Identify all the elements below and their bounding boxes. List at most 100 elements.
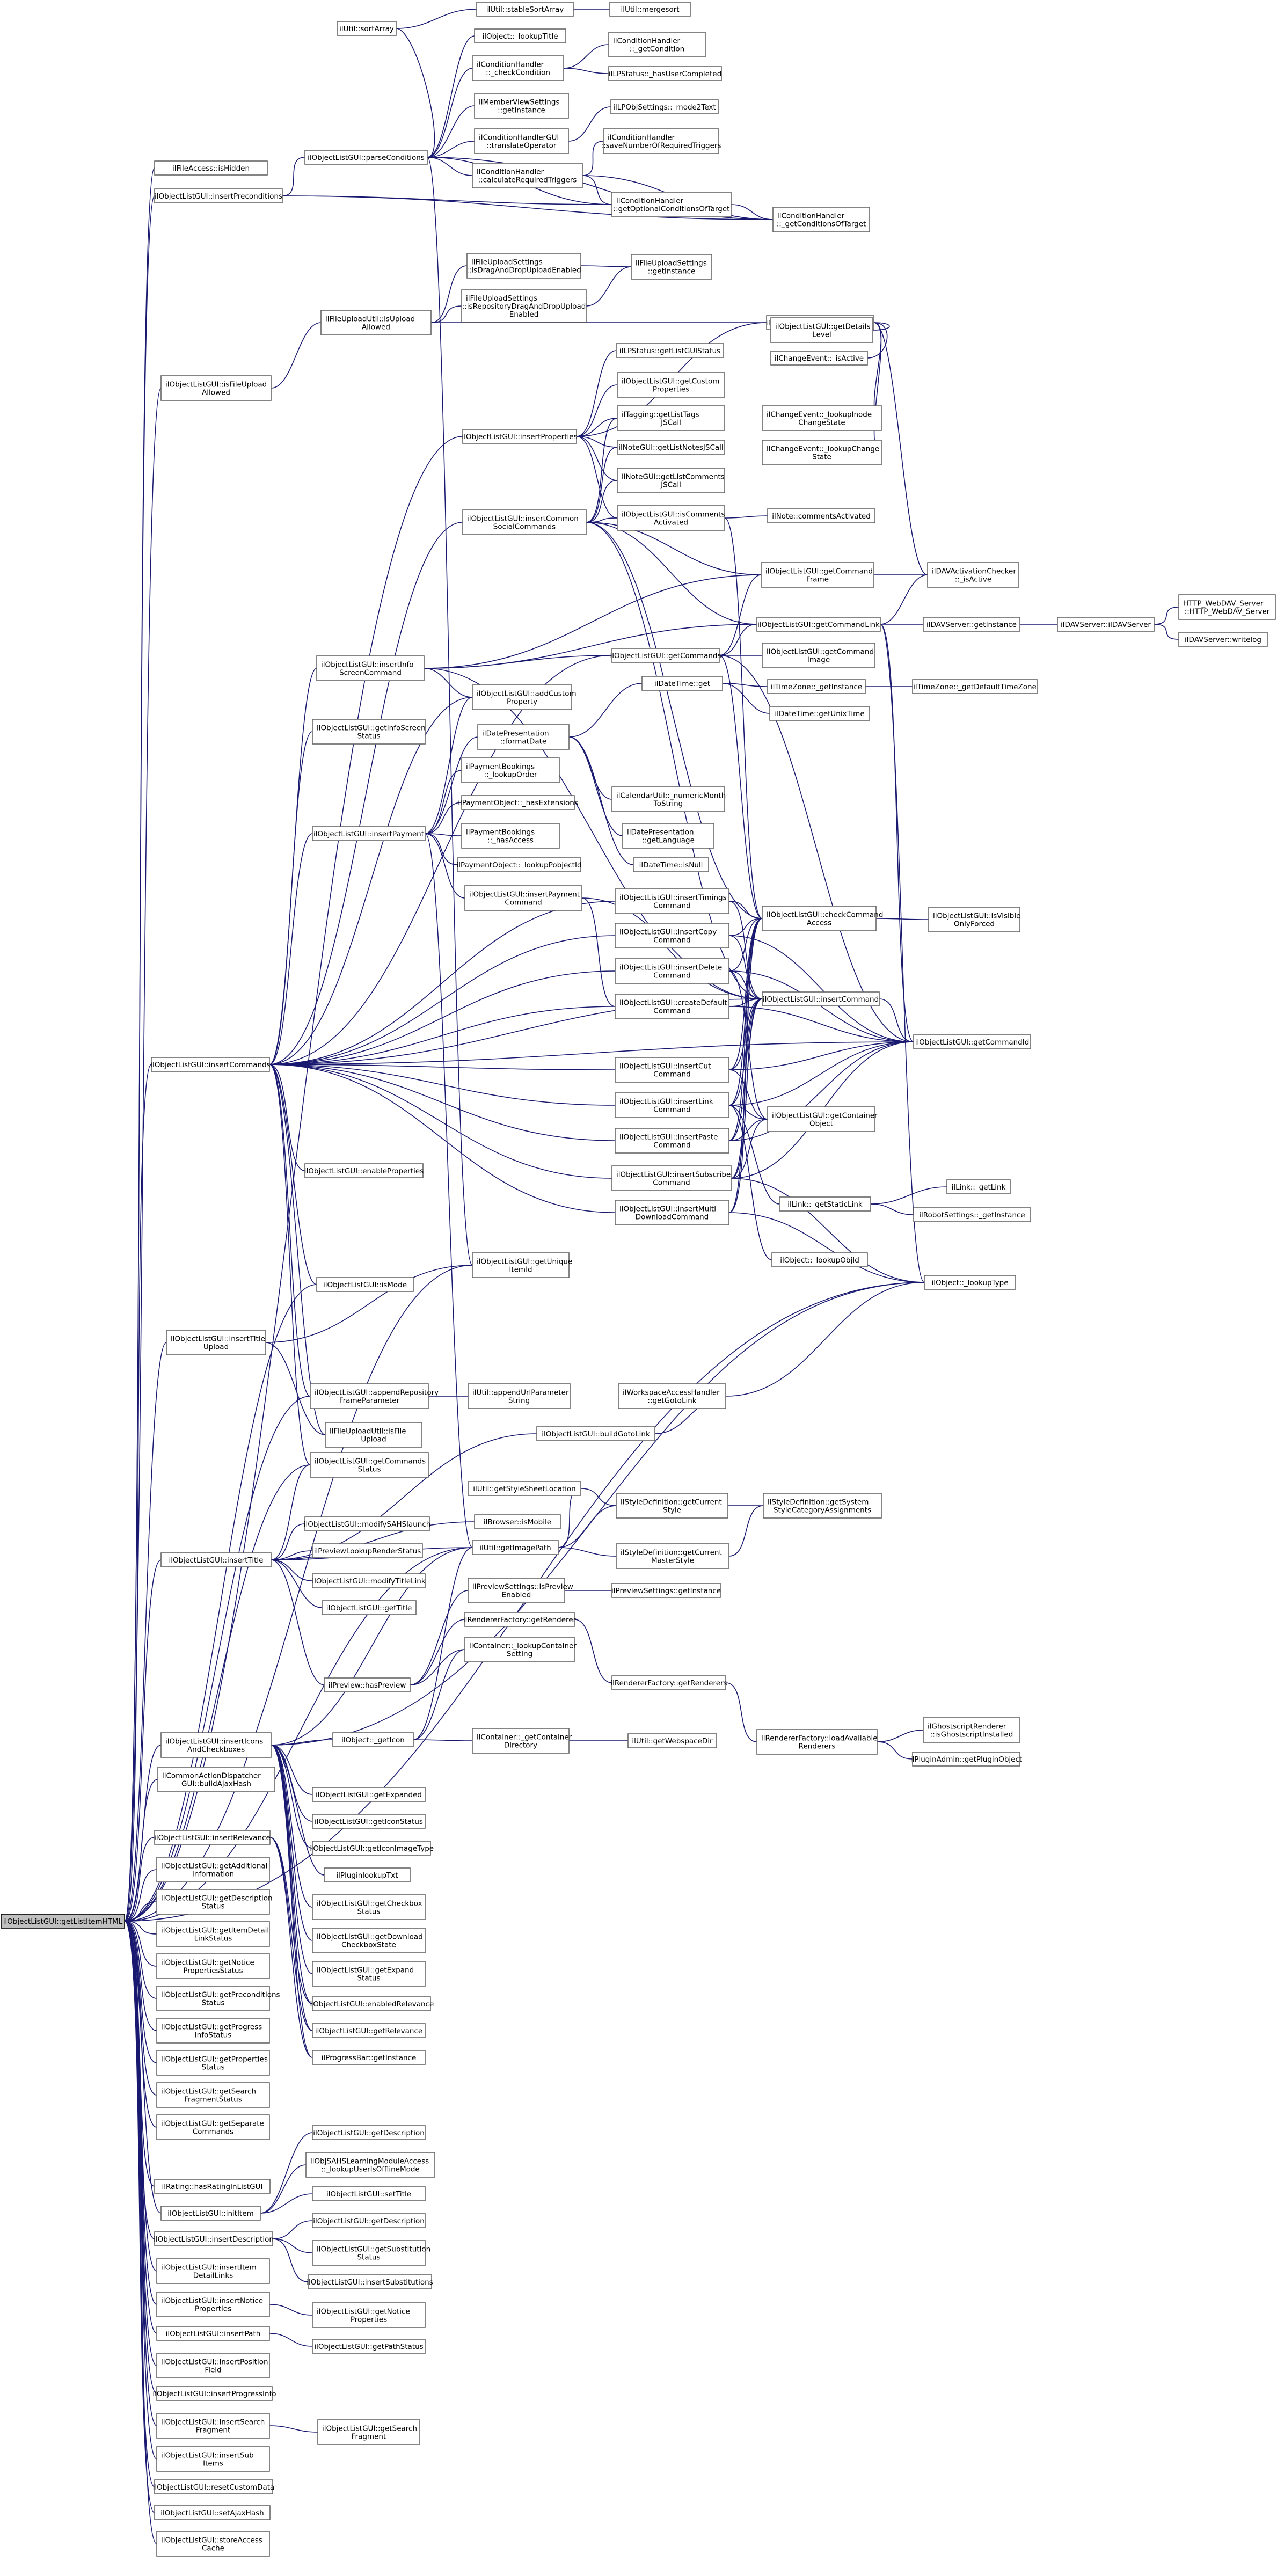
function-node[interactable]: ilObjectListGUI::resetCustomData <box>153 2479 275 2494</box>
function-node[interactable]: ilObjectListGUI::insertCommand <box>762 991 880 1006</box>
function-node[interactable]: ilPluginlookupTxt <box>324 1867 411 1882</box>
function-node[interactable]: ilDateTime::isNull <box>633 857 709 872</box>
function-node[interactable]: ilObjectListGUI::getCommandLink <box>756 617 881 632</box>
function-node[interactable]: ilObjectListGUI::insertTitle <box>160 1552 272 1567</box>
function-node[interactable]: ilObjectListGUI::getRelevance <box>312 2023 426 2038</box>
function-node[interactable]: ilConditionHandlerGUI::translateOperator <box>474 128 569 154</box>
function-node[interactable]: ilDatePresentation::getLanguage <box>622 823 714 849</box>
function-node[interactable]: ilObjectListGUI::modifySAHSlaunch <box>304 1516 431 1531</box>
function-node[interactable]: ilObjectListGUI::getDownloadCheckboxStat… <box>312 1928 426 1953</box>
function-node[interactable]: ilRobotSettings::_getInstance <box>913 1207 1031 1222</box>
function-node[interactable]: ilLink::_getStaticLink <box>779 1196 871 1212</box>
function-node[interactable]: ilTimeZone::_getInstance <box>767 679 866 694</box>
function-node[interactable]: ilWorkspaceAccessHandler::getGotoLink <box>618 1383 726 1409</box>
function-node[interactable]: ilPreviewLookupRenderStatus <box>312 1543 423 1558</box>
function-node[interactable]: ilRendererFactory::getRenderers <box>610 1675 727 1690</box>
function-node[interactable]: ilObjectListGUI::buildGotoLink <box>536 1426 655 1441</box>
function-node[interactable]: ilMemberViewSettings::getInstance <box>474 93 569 119</box>
function-node[interactable]: ilDatePresentation::formatDate <box>477 724 570 750</box>
function-node[interactable]: ilNote::commentsActivated <box>767 508 875 523</box>
function-node[interactable]: ilDateTime::get <box>641 676 723 691</box>
function-node[interactable]: ilDAVServer::getInstance <box>923 617 1020 632</box>
function-node[interactable]: ilUtil::getImagePath <box>472 1540 559 1555</box>
function-node[interactable]: ilConditionHandler::saveNumberOfRequired… <box>601 128 721 154</box>
function-node[interactable]: ilDAVActivationChecker::_isActive <box>927 562 1019 588</box>
root-function-node[interactable]: ilObjectListGUI::getListItemHTML <box>1 1914 125 1929</box>
function-node[interactable]: ilObjectListGUI::getCommandId <box>913 1034 1031 1049</box>
function-node[interactable]: ilObjectListGUI::getIconImageType <box>309 1841 434 1856</box>
function-node[interactable]: ilUtil::stableSortArray <box>476 2 574 17</box>
function-node[interactable]: ilObjectListGUI::insertMultiDownloadComm… <box>615 1200 729 1225</box>
function-node[interactable]: ilObjectListGUI::getExpanded <box>312 1787 426 1802</box>
function-node[interactable]: ilObjectListGUI::insertPayment <box>312 826 426 841</box>
function-node[interactable]: ilRendererFactory::getRenderer <box>463 1612 577 1627</box>
function-node[interactable]: ilConditionHandler::calculateRequiredTri… <box>472 163 583 188</box>
function-node[interactable]: ilObject::_getIcon <box>332 1732 414 1747</box>
function-node[interactable]: ilFileUploadSettings::getInstance <box>631 254 712 280</box>
function-node[interactable]: ilChangeEvent::_isActive <box>770 351 868 366</box>
function-node[interactable]: ilConditionHandler::_checkCondition <box>472 55 564 81</box>
function-node[interactable]: ilObjectListGUI::parseConditions <box>304 150 428 165</box>
function-node[interactable]: ilPreviewSettings::getInstance <box>611 1583 721 1598</box>
function-node[interactable]: ilObjectListGUI::insertCommonSocialComma… <box>462 509 587 535</box>
function-node[interactable]: ilObjectListGUI::getNoticePropertiesStat… <box>156 1953 270 1979</box>
function-node[interactable]: ilObjectListGUI::insertSubstitutions <box>307 2274 433 2289</box>
function-node[interactable]: ilLPStatus::getListGUIStatus <box>616 343 724 358</box>
function-node[interactable]: ilLPStatus::_hasUserCompleted <box>608 66 722 81</box>
function-node[interactable]: ilConditionHandler::getOptionalCondition… <box>611 192 732 217</box>
function-node[interactable]: ilObjectListGUI::getAdditionalInformatio… <box>156 1857 270 1882</box>
function-node[interactable]: ilObjectListGUI::initItem <box>160 2206 261 2221</box>
function-node[interactable]: ilObjectListGUI::getIconStatus <box>312 1814 426 1829</box>
function-node[interactable]: ilUtil::getWebspaceDir <box>627 1733 717 1748</box>
function-node[interactable]: ilObjectListGUI::setAjaxHash <box>154 2505 271 2520</box>
function-node[interactable]: ilObjectListGUI::enabledRelevance <box>309 1996 434 2011</box>
function-node[interactable]: ilPluginAdmin::getPluginObject <box>910 1752 1022 1767</box>
function-node[interactable]: ilCommonActionDispatcherGUI::buildAjaxHa… <box>157 1767 275 1792</box>
function-node[interactable]: ilObjectListGUI::getTitle <box>322 1600 417 1615</box>
function-node[interactable]: ilObjectListGUI::getDescription <box>312 2125 426 2140</box>
function-node[interactable]: ilPaymentObject::_hasExtensions <box>458 795 578 810</box>
function-node[interactable]: ilObjectListGUI::insertProperties <box>462 429 578 444</box>
function-node[interactable]: ilDAVServer::ilDAVServer <box>1057 617 1155 632</box>
function-node[interactable]: ilObject::_lookupTitle <box>474 28 566 43</box>
function-node[interactable]: ilUtil::mergesort <box>609 2 691 17</box>
function-node[interactable]: ilPaymentBookings::_lookupOrder <box>461 757 560 783</box>
